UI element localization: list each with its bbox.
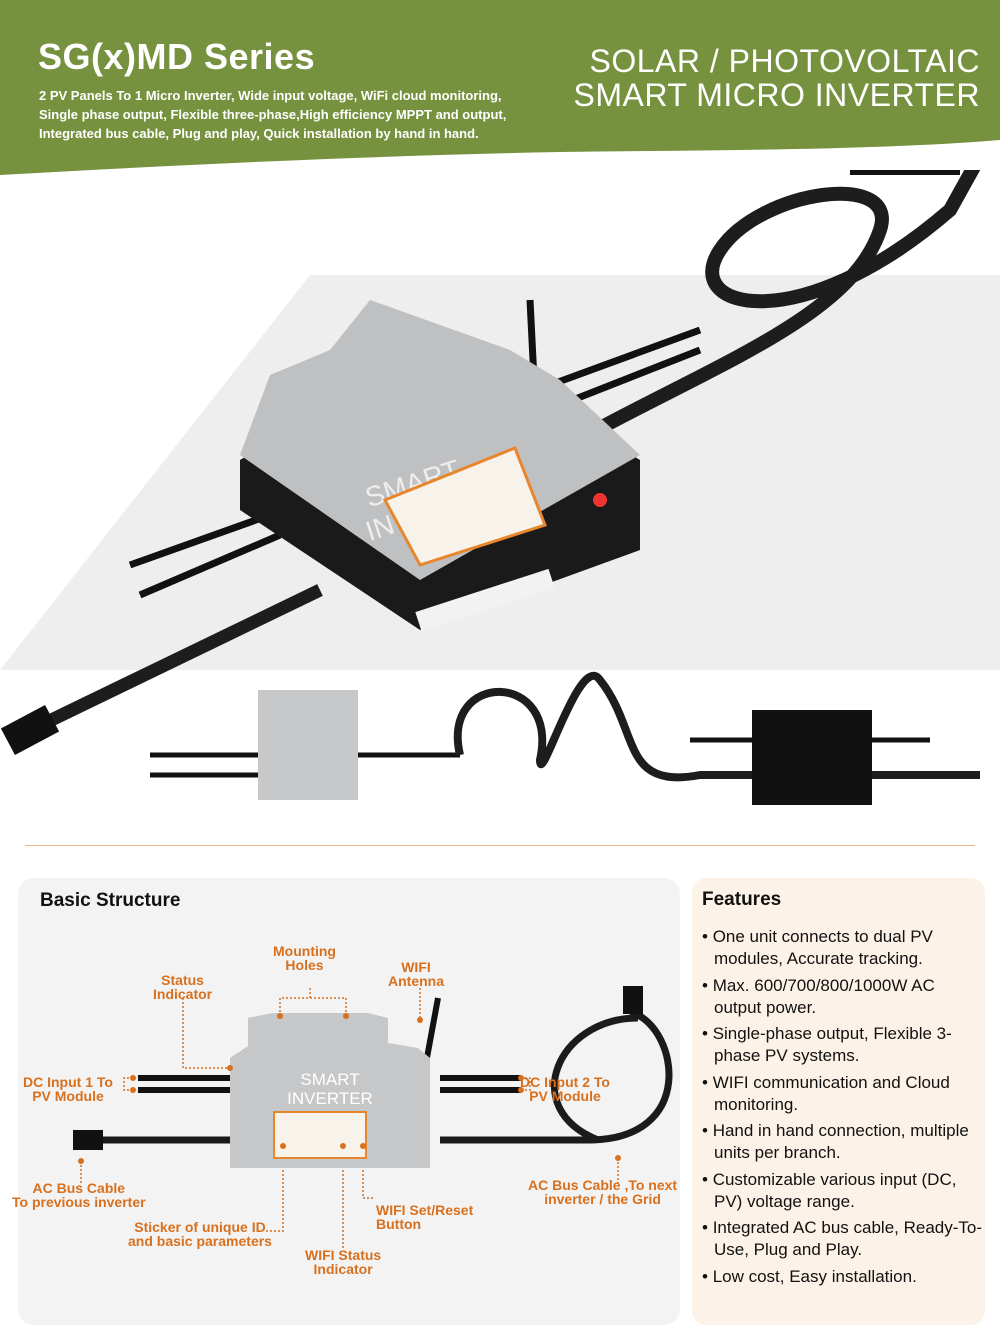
green-banner-shape <box>0 0 1000 175</box>
inverter-illustration: SMART INVERTER <box>0 161 1000 805</box>
label-line: DC Input 1 To <box>23 1074 113 1090</box>
feature-item: WIFI communication and Cloud monitoring. <box>702 1072 982 1116</box>
label-line: To previous inverter <box>12 1194 146 1210</box>
label-line: AC Bus Cable ,To next <box>528 1177 678 1193</box>
label-line: Antenna <box>388 973 444 989</box>
label-line: inverter / the Grid <box>544 1191 661 1207</box>
label-line: Status <box>161 972 204 988</box>
label-line: Mounting <box>273 943 336 959</box>
structure-diagram: SMART INVERTER <box>73 986 673 1250</box>
series-title: SG(x)MD Series <box>38 36 316 77</box>
label-line: Sticker of unique ID <box>134 1219 266 1235</box>
features-panel: Features One unit connects to dual PV mo… <box>692 878 985 1325</box>
label-line: PV Module <box>32 1088 104 1104</box>
series-subtitle: 2 PV Panels To 1 Micro Inverter, Wide in… <box>39 86 579 143</box>
label-line: Indicator <box>313 1261 373 1277</box>
label-line: WIFI <box>401 959 431 975</box>
subtitle-line: 2 PV Panels To 1 Micro Inverter, Wide in… <box>39 88 502 103</box>
category-line: SMART MICRO INVERTER <box>573 77 980 113</box>
label-line: WIFI Status <box>305 1247 382 1263</box>
category-line: SOLAR / PHOTOVOLTAIC <box>589 43 980 79</box>
label-line: PV Module <box>529 1088 601 1104</box>
feature-item: Single-phase output, Flexible 3-phase PV… <box>702 1023 982 1067</box>
feature-item: Customizable various input (DC, PV) volt… <box>702 1169 982 1213</box>
smart-inverter-print: SMART <box>300 1070 359 1089</box>
section-divider <box>25 845 975 846</box>
features-list: One unit connects to dual PV modules, Ac… <box>702 926 982 1292</box>
label-line: Holes <box>285 957 324 973</box>
basic-structure-panel: Basic Structure SMART INVERTER Mo <box>12 878 680 1325</box>
smart-inverter-print: INVERTER <box>287 1089 373 1108</box>
label-line: DC Input 2 To <box>520 1074 610 1090</box>
subtitle-line: Single phase output, Flexible three-phas… <box>39 107 507 122</box>
label-line: WIFI Set/Reset <box>376 1202 474 1218</box>
feature-item: Low cost, Easy installation. <box>702 1266 982 1288</box>
label-line: and basic parameters <box>128 1233 272 1249</box>
feature-item: Integrated AC bus cable, Ready-To-Use, P… <box>702 1217 982 1261</box>
label-line: Indicator <box>153 986 213 1002</box>
product-category-title: SOLAR / PHOTOVOLTAIC SMART MICRO INVERTE… <box>574 44 981 112</box>
feature-item: Hand in hand connection, multiple units … <box>702 1120 982 1164</box>
subtitle-line: Integrated bus cable, Plug and play, Qui… <box>39 126 479 141</box>
label-line: AC Bus Cable <box>32 1180 126 1196</box>
features-heading: Features <box>702 889 782 910</box>
label-line: Button <box>376 1216 422 1232</box>
header-banner: SG(x)MD Series 2 PV Panels To 1 Micro In… <box>0 0 1000 175</box>
product-hero-image: SMART INVERTER <box>0 161 1000 820</box>
feature-item: One unit connects to dual PV modules, Ac… <box>702 926 982 970</box>
feature-item: Max. 600/700/800/1000W AC output power. <box>702 975 982 1019</box>
basic-structure-heading: Basic Structure <box>40 890 181 911</box>
